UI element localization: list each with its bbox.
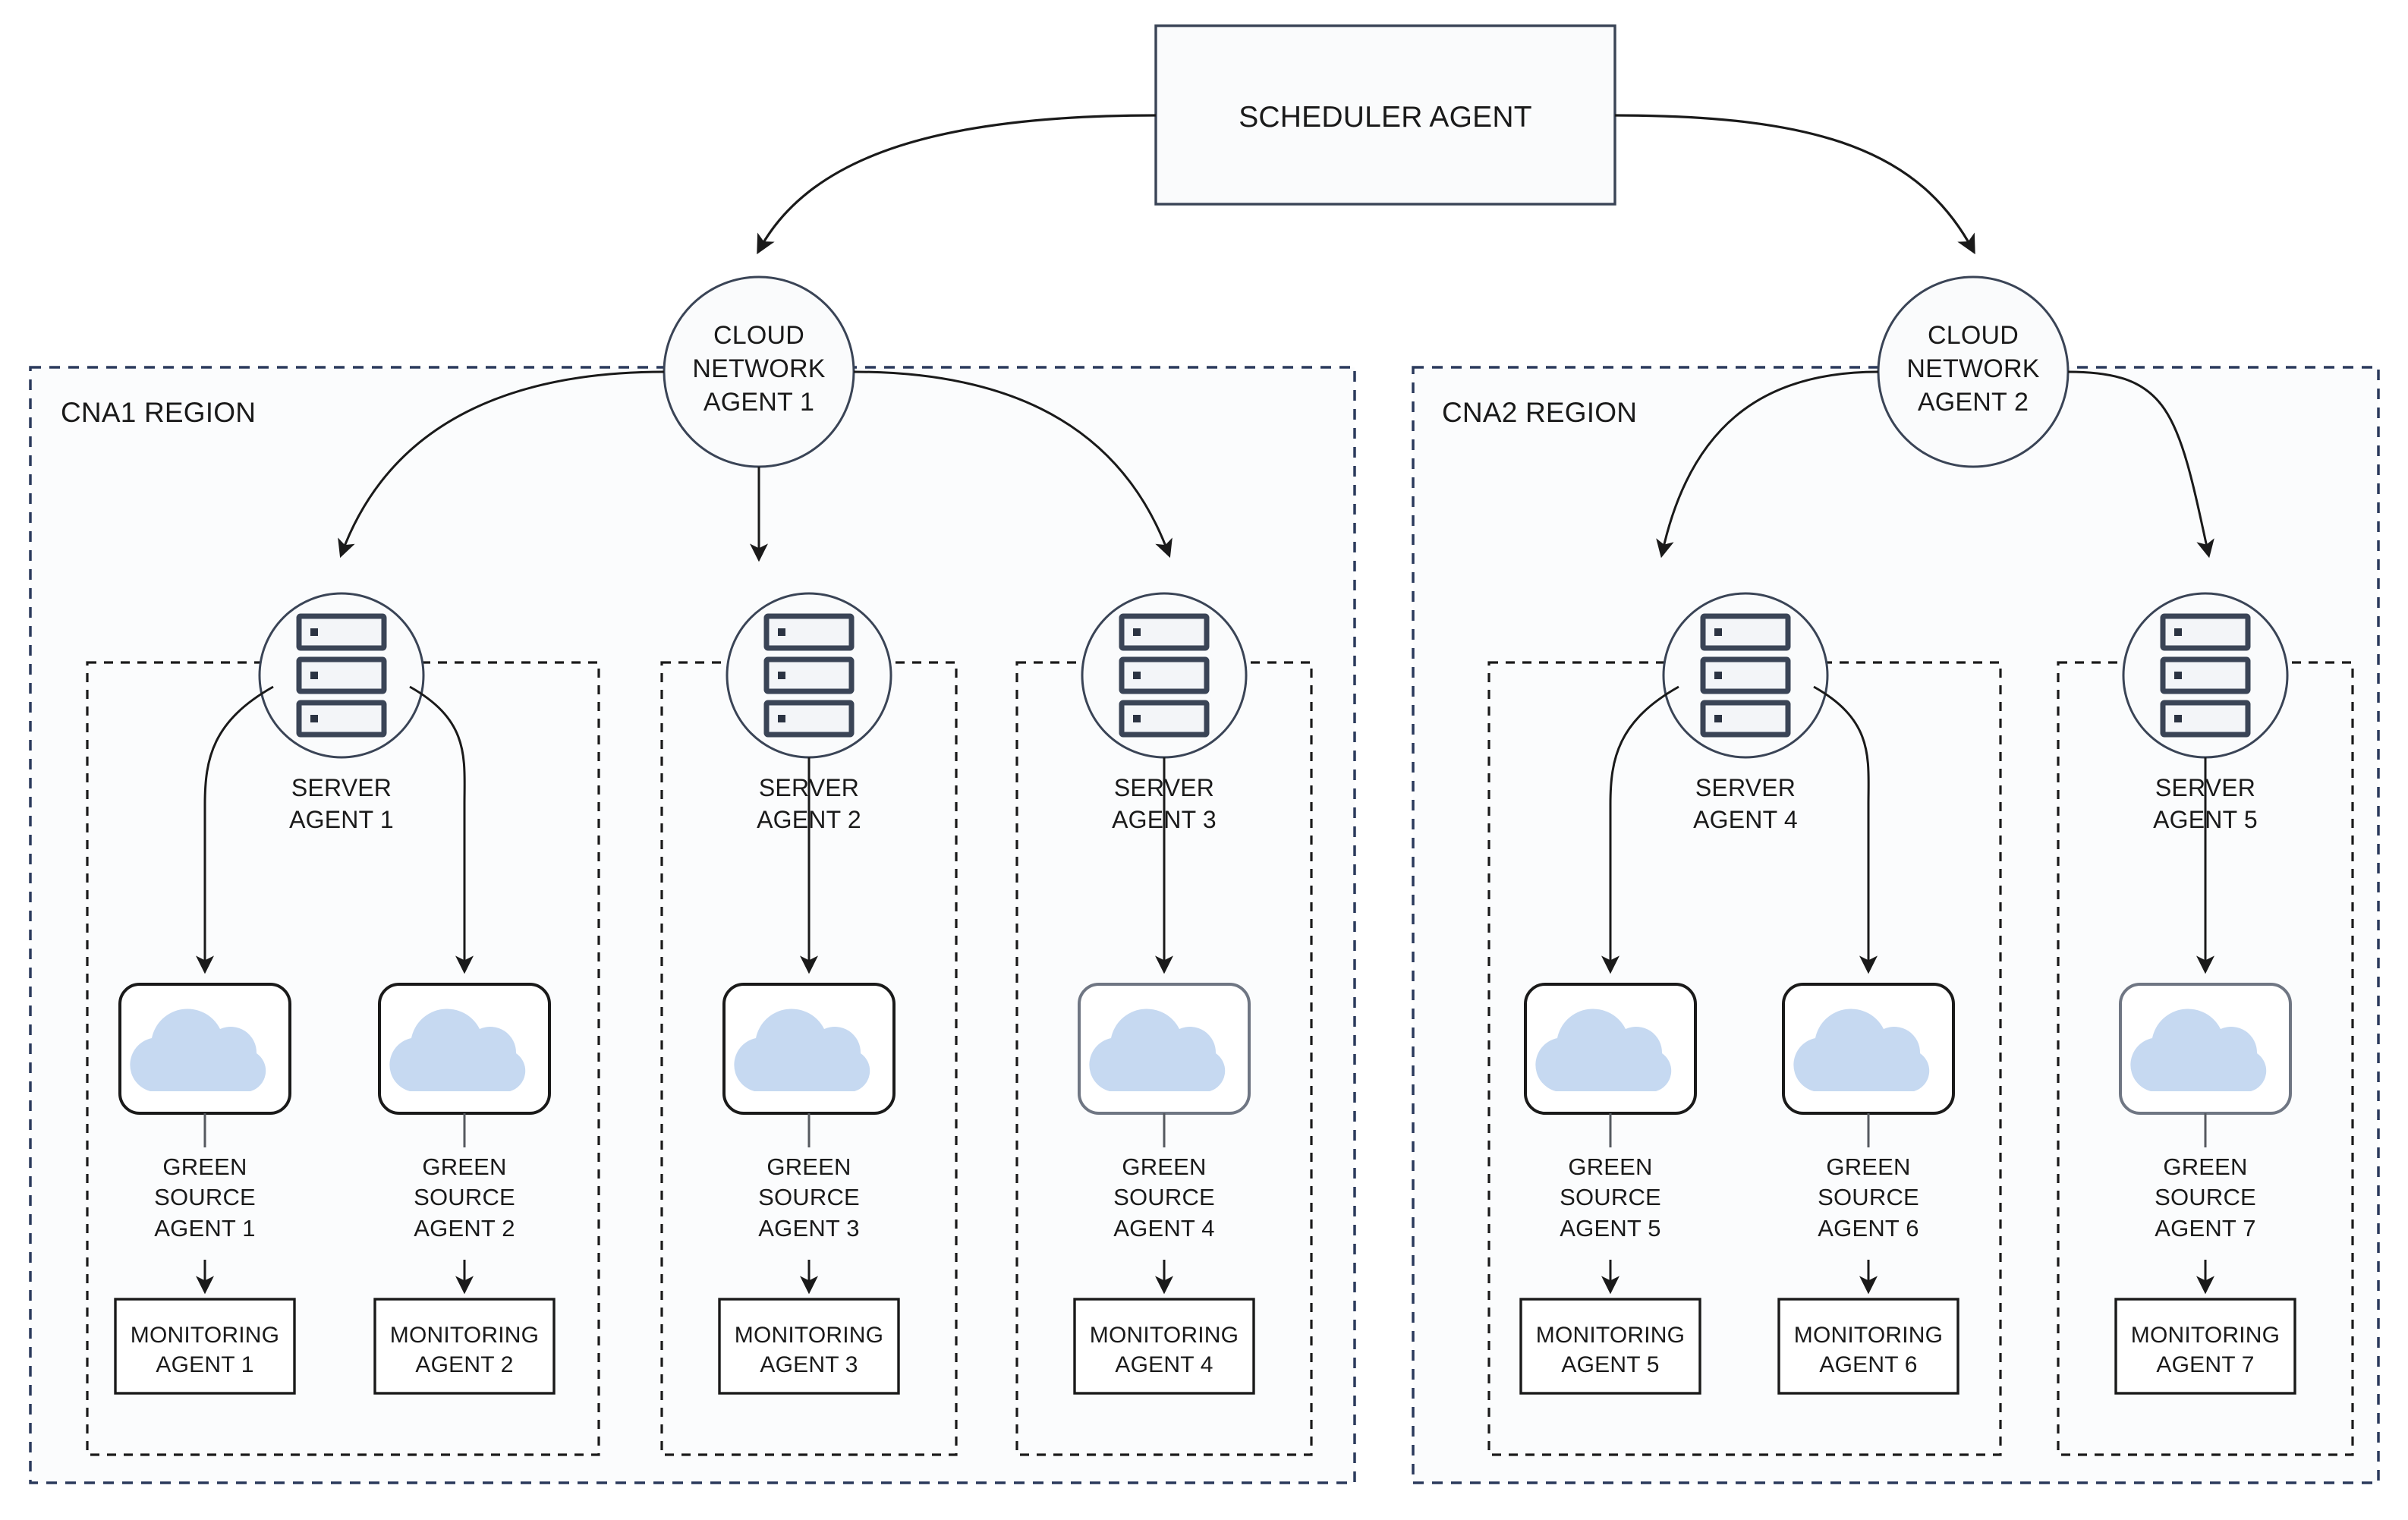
edge-cna2-to-server-4	[1656, 370, 1879, 559]
monitoring-agent-2-box[interactable]	[373, 1298, 556, 1395]
green-source-agent-7-node[interactable]	[2119, 983, 2292, 1115]
monitoring-agent-6-box[interactable]	[1777, 1298, 1959, 1395]
monitoring-agent-6-label: MONITORING AGENT 6	[1793, 1323, 1944, 1377]
cloud-icon	[1793, 1009, 1930, 1091]
green-source-agent-7-label: GREEN SOURCE AGENT 7	[2155, 1153, 2256, 1241]
monitoring-agent-7-box[interactable]	[2114, 1298, 2296, 1395]
cloud-icon	[734, 1009, 870, 1091]
server-agent-1-label: SERVER AGENT 1	[289, 774, 394, 833]
edge-scheduler-to-cna2	[1614, 114, 1975, 255]
region-box-cna1	[29, 366, 1356, 1484]
cloud-network-agent-2-label: CLOUD NETWORK AGENT 2	[1906, 321, 2040, 417]
server-group-box-5	[2057, 661, 2354, 1456]
cloud-icon	[2130, 1009, 2267, 1091]
cloud-icon	[130, 1009, 266, 1091]
monitoring-agent-7-label: MONITORING AGENT 7	[2130, 1323, 2281, 1377]
monitoring-agent-2-label: MONITORING AGENT 2	[389, 1323, 540, 1377]
monitoring-agent-4-label: MONITORING AGENT 4	[1089, 1323, 1239, 1377]
monitoring-agent-5-box[interactable]	[1519, 1298, 1701, 1395]
monitoring-agent-5-label: MONITORING AGENT 5	[1535, 1323, 1686, 1377]
green-source-agent-1-label: GREEN SOURCE AGENT 1	[154, 1153, 256, 1241]
monitoring-agent-3-label: MONITORING AGENT 3	[734, 1323, 884, 1377]
server-group-box-3	[1015, 661, 1313, 1456]
green-source-agent-1-node[interactable]	[118, 983, 291, 1115]
green-source-agent-6-label: GREEN SOURCE AGENT 6	[1818, 1153, 1919, 1241]
green-source-agent-5-label: GREEN SOURCE AGENT 5	[1560, 1153, 1661, 1241]
monitoring-agent-4-box[interactable]	[1073, 1298, 1255, 1395]
scheduler-agent-label: SCHEDULER AGENT	[1239, 101, 1532, 134]
green-source-agent-3-label: GREEN SOURCE AGENT 3	[758, 1153, 860, 1241]
monitoring-agent-3-box[interactable]	[718, 1298, 900, 1395]
edge-cna1-to-server-3	[853, 370, 1173, 559]
region-label-cna1: CNA1 REGION	[61, 397, 257, 428]
server-rack-icon	[1700, 613, 1791, 738]
server-group-box-2	[660, 661, 958, 1456]
green-source-agent-6-node[interactable]	[1782, 983, 1955, 1115]
green-source-agent-5-node[interactable]	[1524, 983, 1697, 1115]
monitoring-agent-1-label: MONITORING AGENT 1	[130, 1323, 280, 1377]
edge-scheduler-to-cna1	[757, 114, 1157, 255]
edge-server-4-to-green-5	[1601, 685, 1679, 974]
green-source-agent-3-node[interactable]	[722, 983, 896, 1115]
edge-server-1-to-green-1	[196, 685, 274, 974]
cloud-icon	[389, 1009, 526, 1091]
server-agent-5-label: SERVER AGENT 5	[2153, 774, 2258, 833]
green-source-agent-2-node[interactable]	[378, 983, 551, 1115]
edge-server-1-to-green-2	[409, 685, 474, 974]
server-agent-3-label: SERVER AGENT 3	[1112, 774, 1217, 833]
server-rack-icon	[2160, 613, 2251, 738]
green-source-agent-4-node[interactable]	[1078, 983, 1251, 1115]
edge-cna1-to-server-1	[338, 370, 665, 559]
server-agent-2-label: SERVER AGENT 2	[757, 774, 861, 833]
green-source-agent-4-label: GREEN SOURCE AGENT 4	[1113, 1153, 1215, 1241]
server-rack-icon	[763, 613, 855, 738]
cloud-icon	[1089, 1009, 1226, 1091]
region-box-cna2	[1412, 366, 2380, 1484]
cloud-network-agent-1-label: CLOUD NETWORK AGENT 1	[692, 321, 826, 417]
monitoring-agent-1-box[interactable]	[114, 1298, 296, 1395]
server-agent-4-label: SERVER AGENT 4	[1693, 774, 1798, 833]
server-rack-icon	[296, 613, 387, 738]
edge-server-4-to-green-6	[1813, 685, 1878, 974]
region-label-cna2: CNA2 REGION	[1442, 397, 1638, 428]
cloud-icon	[1535, 1009, 1672, 1091]
edge-cna2-to-server-5	[2067, 370, 2214, 559]
server-rack-icon	[1119, 613, 1210, 738]
green-source-agent-2-label: GREEN SOURCE AGENT 2	[414, 1153, 515, 1241]
scheduler-agent-box[interactable]	[1154, 24, 1616, 206]
